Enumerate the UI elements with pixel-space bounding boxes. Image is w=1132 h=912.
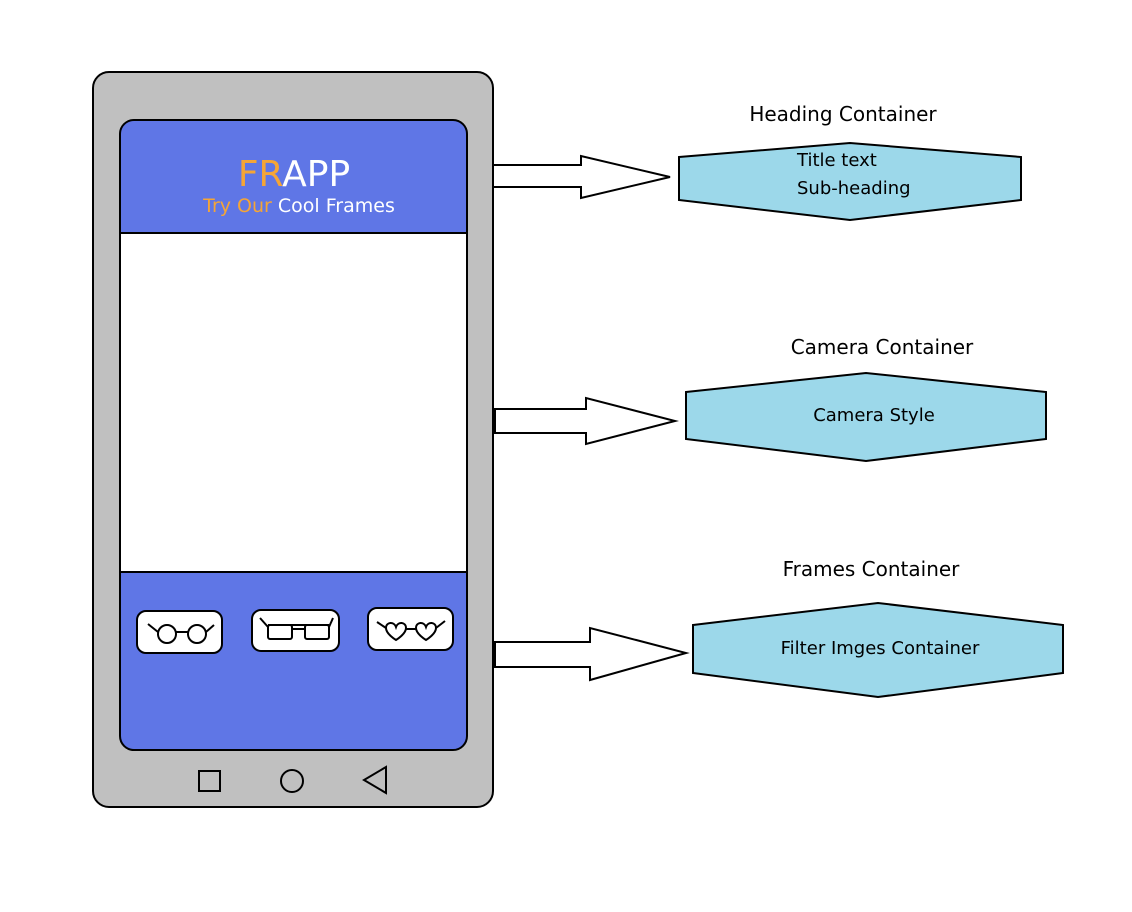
camera-container	[119, 232, 468, 573]
glasses-rect-icon	[259, 617, 334, 640]
frame-item-round[interactable]	[136, 610, 223, 654]
app-subtitle-part2: Cool Frames	[278, 195, 395, 217]
callout-frames-line1: Filter Imges Container	[781, 638, 980, 659]
callout-camera: Camera Container Camera Style	[685, 335, 1047, 463]
callout-camera-line1: Camera Style	[813, 405, 935, 426]
app-subtitle: Try Our Cool Frames	[202, 195, 395, 217]
app-subtitle-part1: Try Our	[202, 195, 272, 217]
frame-item-heart[interactable]	[367, 607, 454, 651]
frame-item-rect[interactable]	[251, 609, 340, 652]
app-title: FRAPP	[238, 154, 350, 195]
callout-heading-title: Heading Container	[749, 102, 937, 126]
callout-frames: Frames Container Filter Imges Container	[692, 557, 1064, 699]
callout-frames-title: Frames Container	[783, 557, 961, 581]
callout-heading-line2: Sub-heading	[797, 178, 911, 199]
back-triangle-icon[interactable]	[362, 765, 387, 795]
glasses-round-icon	[147, 623, 215, 644]
circle-icon[interactable]	[280, 769, 304, 793]
callout-frames-hexagon	[692, 601, 1064, 699]
app-title-part2: APP	[282, 154, 350, 195]
arrow-frames	[494, 626, 690, 682]
frames-container	[136, 607, 454, 654]
app-title-part1: FR	[238, 154, 283, 195]
callout-heading-hexagon	[678, 141, 1022, 222]
arrow-heading	[492, 154, 671, 200]
callout-heading: Heading Container Title text Sub-heading	[678, 102, 1022, 222]
heading-container: FRAPP Try Our Cool Frames	[202, 154, 395, 217]
glasses-heart-icon	[376, 620, 446, 642]
callout-camera-title: Camera Container	[791, 335, 974, 359]
glasses-rect-icon-box	[251, 609, 340, 652]
callout-heading-line1: Title text	[796, 150, 877, 171]
callout-camera-hexagon	[685, 371, 1047, 463]
phone-screen: FRAPP Try Our Cool Frames	[119, 119, 468, 751]
nav-bar	[198, 765, 387, 795]
square-icon[interactable]	[198, 770, 221, 792]
arrow-camera	[494, 396, 679, 446]
